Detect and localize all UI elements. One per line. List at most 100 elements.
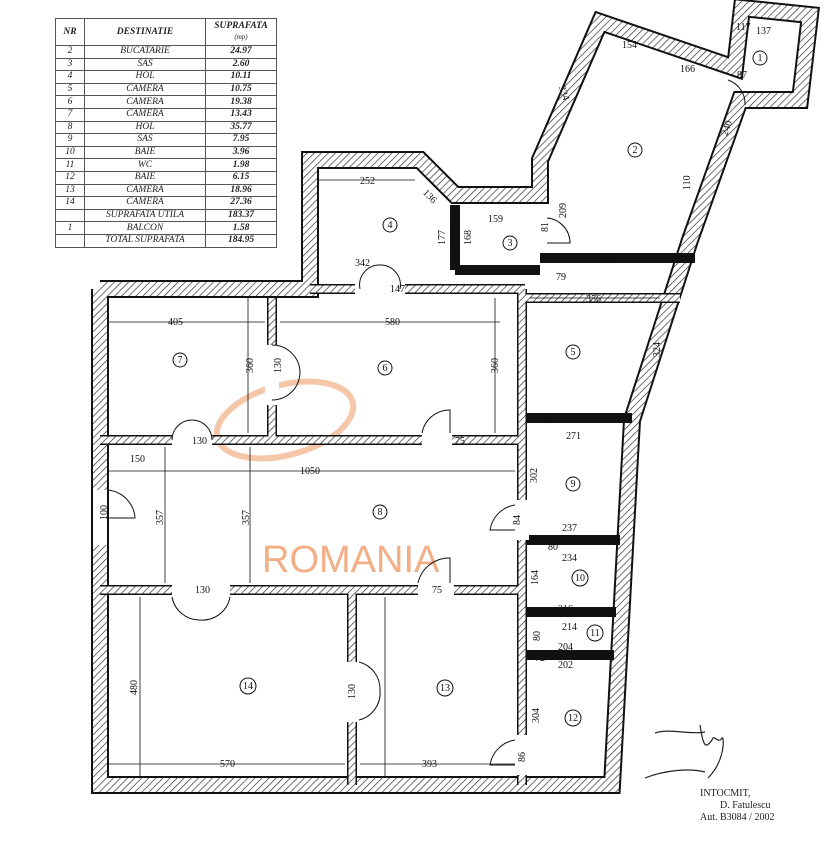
cell-destinatie: CAMERA	[84, 107, 206, 122]
dimension: 405	[168, 317, 183, 328]
dimension: 216	[558, 604, 573, 615]
dimension: 334	[556, 84, 571, 102]
dimension: 166	[680, 64, 695, 75]
cell-suprafata: 10.11	[205, 70, 277, 84]
dimension: 154	[622, 40, 637, 51]
dimension: 79	[556, 272, 566, 283]
signature-block: INTOCMIT, D. Fatulescu Aut. B3084 / 2002	[700, 788, 774, 824]
cell-suprafata: 35.77	[205, 120, 277, 135]
cell-suprafata: 1.58	[205, 221, 277, 235]
dimension: 304	[600, 254, 615, 265]
cell-suprafata: 183.37	[205, 208, 277, 223]
cell-nr: 6	[55, 95, 85, 109]
dimension: 84	[542, 415, 552, 426]
room-number: 14	[243, 681, 253, 692]
cell-destinatie: SUPRAFATA UTILA	[84, 208, 206, 223]
cell-nr: 3	[55, 57, 85, 72]
cell-suprafata: 18.96	[205, 183, 277, 198]
cell-suprafata: 2.60	[205, 57, 277, 72]
room-number: 11	[590, 628, 600, 639]
dimension: 117	[736, 22, 751, 33]
signature-name: D. Fatulescu	[720, 800, 771, 811]
room-number: 7	[178, 355, 183, 366]
dimension-labels: 252 136 159 168 135 177 81 209 342 147 7…	[99, 22, 771, 770]
cell-nr: 1	[55, 221, 85, 235]
cell-nr: 9	[55, 133, 85, 147]
cell-destinatie: BAIE	[84, 145, 206, 160]
signature-mark	[644, 724, 724, 779]
dimension: 580	[385, 317, 400, 328]
cell-destinatie: BAIE	[84, 170, 206, 185]
dimension: 204	[558, 642, 573, 653]
dimension: 202	[558, 660, 573, 671]
header-suprafata: SUPRAFATA(mp)	[205, 18, 277, 46]
dimension: 159	[488, 214, 503, 225]
dimension: 137	[756, 26, 771, 37]
dimension: 130	[192, 436, 207, 447]
dimension: 360	[490, 358, 501, 373]
cell-destinatie: CAMERA	[84, 183, 206, 198]
dimension: 234	[562, 553, 577, 564]
dimension: 357	[155, 510, 166, 525]
cell-destinatie: SAS	[84, 57, 206, 72]
cell-suprafata: 3.96	[205, 145, 277, 160]
cell-nr: 12	[55, 170, 85, 185]
dimension: 135	[449, 230, 460, 245]
table-header: NR DESTINATIE SUPRAFATA(mp)	[55, 18, 277, 46]
dimension: 72	[535, 653, 545, 664]
cell-destinatie: TOTAL SUPRAFATA	[84, 233, 206, 248]
cell-destinatie: HOL	[84, 120, 206, 135]
cell-destinatie: HOL	[84, 70, 206, 84]
cell-nr	[55, 233, 85, 248]
dimension: 86	[517, 752, 528, 762]
room-number: 3	[508, 238, 513, 249]
doors	[93, 79, 746, 775]
dimension: 130	[195, 585, 210, 596]
cell-nr	[55, 208, 85, 223]
cell-suprafata: 10.75	[205, 82, 277, 97]
exterior-walls	[91, 0, 821, 794]
dimension: 84	[512, 515, 523, 525]
dimension: 237	[562, 523, 577, 534]
dimension: 480	[129, 680, 140, 695]
dimension: 360	[245, 358, 256, 373]
cell-destinatie: CAMERA	[84, 95, 206, 109]
cell-nr: 13	[55, 183, 85, 198]
room-number: 5	[571, 347, 576, 358]
dimension: 324	[652, 342, 663, 357]
dimension: 357	[241, 510, 252, 525]
dimension: 177	[437, 230, 448, 245]
room-number: 9	[571, 479, 576, 490]
header-suprafata-label: SUPRAFATA	[214, 21, 268, 31]
cell-destinatie: BALCON	[84, 221, 206, 235]
watermark-text: ROMANIA	[262, 539, 440, 581]
cell-nr: 10	[55, 145, 85, 160]
cell-nr: 4	[55, 70, 85, 84]
dimension: 130	[347, 684, 358, 699]
cell-destinatie: BUCATARIE	[84, 45, 206, 59]
cell-destinatie: SAS	[84, 133, 206, 147]
room-labels: 1 2 3 4 5 6 7 8 9 10 11 12 13 14	[172, 50, 768, 727]
header-destinatie: DESTINATIE	[84, 18, 206, 46]
cell-nr: 14	[55, 196, 85, 210]
cell-suprafata: 6.15	[205, 170, 277, 185]
cell-nr: 8	[55, 120, 85, 135]
cell-suprafata: 184.95	[205, 233, 277, 248]
room-number: 13	[440, 683, 450, 694]
dimension: 147	[390, 284, 405, 295]
dimension: 80	[548, 542, 558, 553]
dimension: 136	[420, 188, 438, 206]
cell-nr: 7	[55, 107, 85, 122]
cell-destinatie: CAMERA	[84, 82, 206, 97]
signature-authorization: Aut. B3084 / 2002	[700, 812, 775, 823]
dimension: 214	[562, 622, 577, 633]
